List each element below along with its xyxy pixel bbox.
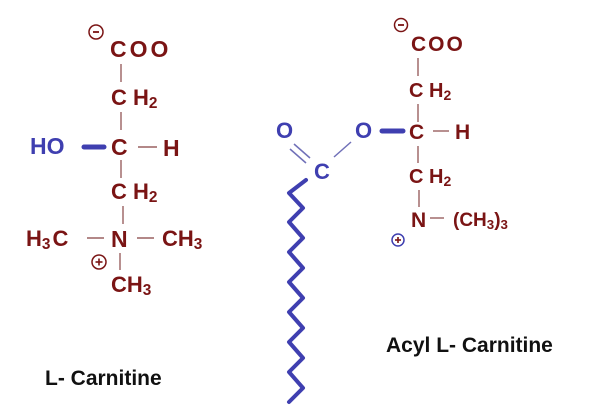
acyl-l-carnitine-label: Acyl L- Carnitine <box>386 334 553 357</box>
trimethyl-group: (CH3)3 <box>453 210 508 232</box>
methylene-bottom: C H2 <box>111 179 157 206</box>
l-carnitine-label: L- Carnitine <box>45 367 162 390</box>
double-bond <box>293 143 311 159</box>
bottom-methyl: CH3 <box>111 272 151 299</box>
left-methyl: H3C <box>26 226 68 253</box>
bond <box>333 141 352 158</box>
chiral-carbon: C <box>111 134 128 160</box>
positive-charge-icon <box>391 233 405 247</box>
ester-oxygen: O <box>355 118 372 143</box>
carbonyl-oxygen: O <box>276 118 293 143</box>
acyl-carbon: C <box>314 159 330 184</box>
hydroxyl-group: HO <box>30 133 65 159</box>
nitrogen: N <box>111 226 128 252</box>
acyl-l-carnitine-structure: COO C H2 O C O C H C H2 N (CH3)3 <box>276 17 508 404</box>
right-methyl: CH3 <box>162 226 202 253</box>
negative-charge-icon <box>393 17 409 33</box>
methylene-top: C H2 <box>111 85 157 112</box>
methylene-top: C H2 <box>409 80 451 103</box>
positive-charge-icon <box>91 254 107 270</box>
methylene-bottom: C H2 <box>409 166 451 189</box>
hydrogen: H <box>455 121 470 144</box>
carboxylate-group: COO <box>110 36 171 62</box>
double-bond <box>289 148 307 164</box>
negative-charge-icon <box>88 24 104 40</box>
nitrogen: N <box>411 209 426 232</box>
chiral-carbon: C <box>409 121 424 144</box>
carboxylate-group: COO <box>411 33 465 56</box>
hydrogen: H <box>163 135 180 161</box>
fatty-acid-chain <box>287 178 308 404</box>
l-carnitine-structure: COO C H2 HO C H C H2 H3C N CH3 CH3 <box>26 24 202 299</box>
